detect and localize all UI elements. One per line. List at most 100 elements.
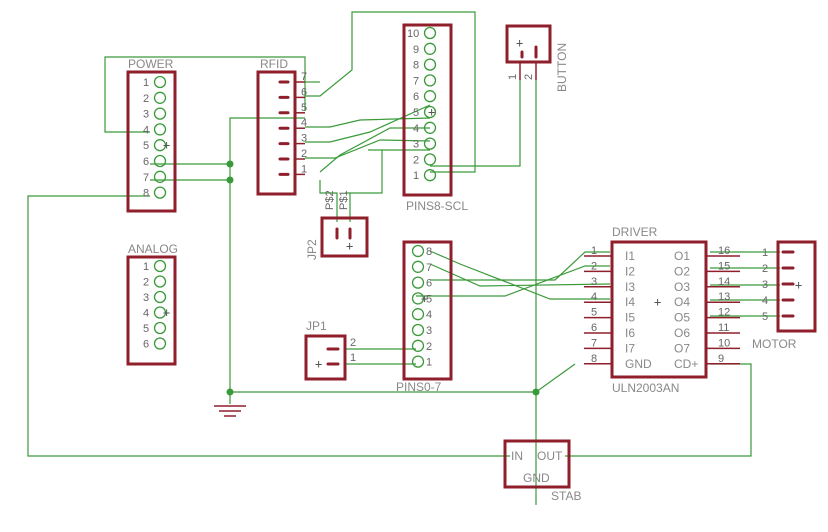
pins07-pins-pad-1 <box>411 355 425 368</box>
driver-label: DRIVER <box>612 225 658 239</box>
pins07-pins-pad-2 <box>411 339 425 352</box>
net-jp2-p2 <box>319 180 338 222</box>
analog-pins-num-1: 1 <box>143 261 149 273</box>
pins07-pins-num-2: 2 <box>426 341 432 353</box>
button-pin-2: 2 <box>523 74 535 80</box>
power-pins-plus: + <box>163 138 170 152</box>
analog-pins-pad-6 <box>153 337 167 350</box>
stab-out-label: OUT <box>537 449 563 463</box>
rfid-num-1: 1 <box>301 163 307 175</box>
motor-num-5: 5 <box>762 311 768 323</box>
driver-left-num-5: 6 <box>591 322 597 334</box>
analog-pins-pad-5 <box>153 321 167 335</box>
button-plus: + <box>516 36 523 50</box>
pins07-pins-pad-6 <box>411 276 425 289</box>
driver-right-name-6: O7 <box>674 341 690 355</box>
power-pins-num-3: 3 <box>143 109 149 121</box>
net-power8-stab-in <box>27 195 510 457</box>
net-pins8-1-button <box>430 80 521 167</box>
power-pins-pad-2 <box>153 91 167 104</box>
motor-num-3: 3 <box>762 279 768 291</box>
analog-pins-num-4: 4 <box>143 308 149 320</box>
power-pins-pad-8 <box>153 186 167 199</box>
stab-regulator: IN OUT GND STAB <box>503 439 581 503</box>
driver-left-name-5: I6 <box>625 326 635 340</box>
net-driver-gnd <box>535 363 576 393</box>
junction-gnd-left <box>226 388 234 396</box>
driver-right-name-7: CD+ <box>674 357 698 371</box>
power-pins-num-8: 8 <box>143 188 149 200</box>
pins07-pins-num-8: 8 <box>426 246 432 258</box>
pins8-pins-num-1: 1 <box>413 170 419 182</box>
pins8-pins-pad-9 <box>423 42 437 55</box>
driver-right-name-4: O5 <box>674 311 690 325</box>
motor-num-4: 4 <box>762 295 768 307</box>
pins8-pins-pad-6 <box>423 90 437 103</box>
power-pins-num-4: 4 <box>143 124 149 136</box>
analog-pins-pad-2 <box>153 275 167 288</box>
motor-plus: + <box>795 278 802 292</box>
jp2-label: JP2 <box>305 239 319 260</box>
jp1-part: JP1 + 2 1 <box>304 319 356 381</box>
analog-pins-pad-1 <box>153 259 167 273</box>
pins8-label: PINS8-SCL <box>406 199 468 213</box>
power-pins-pad-3 <box>153 107 167 120</box>
analog-pins-num-6: 6 <box>143 339 149 351</box>
pins8-pins-num-9: 9 <box>413 44 419 56</box>
pins07-pins-num-4: 4 <box>426 309 432 321</box>
net-power4-rfid5 <box>104 56 306 133</box>
driver-left-num-6: 7 <box>591 337 597 349</box>
driver-plus: + <box>654 295 661 309</box>
driver-right-num-1: 15 <box>718 260 730 272</box>
pins8-pins-num-6: 6 <box>413 91 419 103</box>
button-pin-1: 1 <box>507 74 519 80</box>
pins07-pins-pad-3 <box>411 323 425 337</box>
junction-power7 <box>226 176 234 184</box>
rfid-num-5: 5 <box>301 102 307 114</box>
driver-right-name-1: O2 <box>674 264 690 278</box>
driver-right-num-6: 10 <box>718 337 730 349</box>
stab-label: STAB <box>551 489 581 503</box>
driver-left-name-7: GND <box>625 357 652 371</box>
power-pins-pad-6 <box>153 154 167 168</box>
pins07-pins-num-6: 6 <box>426 278 432 290</box>
driver-left-num-3: 4 <box>591 291 597 303</box>
driver-left-name-6: I7 <box>625 341 635 355</box>
driver-left-num-2: 3 <box>591 276 597 288</box>
power-pins-num-6: 6 <box>143 156 149 168</box>
power-pins-num-1: 1 <box>143 77 149 89</box>
pins8-pins-num-4: 4 <box>413 123 419 135</box>
analog-pins-num-3: 3 <box>143 292 149 304</box>
ground-icon <box>214 405 246 417</box>
analog-pins-plus: + <box>163 306 170 320</box>
rfid-num-7: 7 <box>301 71 307 83</box>
stab-gnd-label: GND <box>523 471 550 485</box>
analog-pins-pad-3 <box>153 290 167 304</box>
pins8-pins-pad-7 <box>423 74 437 87</box>
power-pins-pad-5 <box>153 139 167 152</box>
driver-left-num-4: 5 <box>591 307 597 319</box>
pins07-pins-num-3: 3 <box>426 325 432 337</box>
jp1-pin-2: 2 <box>350 337 356 349</box>
pins8-pins-pad-4 <box>423 121 437 134</box>
junction-power6 <box>226 160 234 168</box>
junction-gnd-right <box>532 388 540 396</box>
pins07-pins-pad-8 <box>411 244 425 258</box>
analog-pins-num-2: 2 <box>143 277 149 289</box>
net-p07-8-i4 <box>429 250 610 300</box>
pins8-pins-num-10: 10 <box>407 28 419 40</box>
analog-pins-pad-4 <box>153 306 167 319</box>
button-label: BUTTON <box>555 43 569 92</box>
net-rfid5-left <box>229 117 305 392</box>
rfid-num-2: 2 <box>301 148 307 160</box>
pins07-pins-pad-4 <box>411 308 425 321</box>
pins07-pins-num-7: 7 <box>426 262 432 274</box>
